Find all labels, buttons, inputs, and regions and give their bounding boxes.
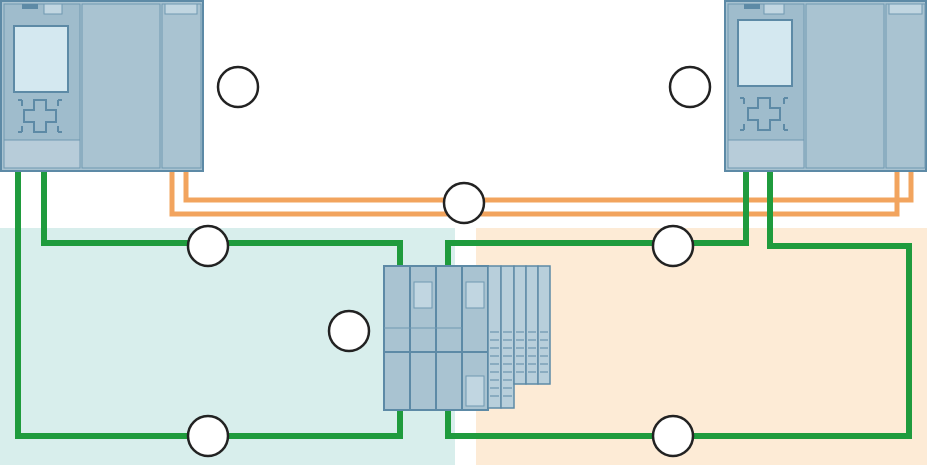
io-station-terminals (490, 331, 548, 397)
cpu-left-bottom-plate (3, 139, 81, 169)
cpu-right-top-bar (763, 3, 785, 15)
cpu-left-module-2 (81, 3, 161, 169)
cpu-right-display (737, 19, 793, 87)
marker-right-cpu (668, 65, 712, 109)
cpu-right-module-3 (885, 3, 926, 169)
cpu-left-module-3 (161, 3, 202, 169)
markers (186, 65, 712, 458)
cpu-right-bottom-plate (727, 139, 805, 169)
cpu-right (724, 0, 927, 172)
io-station-im-1 (383, 265, 411, 411)
cpu-left-module-3-top (164, 3, 198, 15)
io-station-led-2 (465, 281, 485, 309)
right-ring-outer (445, 170, 912, 439)
sync-link-outer (169, 172, 900, 217)
cpu-left-top-bar (43, 3, 63, 15)
right-ring-inner (445, 170, 749, 268)
io-station-connector (465, 375, 485, 407)
marker-right-ring-top (651, 224, 695, 268)
sync-link-inner (183, 172, 914, 203)
sync-links (169, 172, 914, 217)
io-station (383, 265, 551, 411)
cpu-left (0, 0, 204, 172)
marker-sync-link (442, 181, 486, 225)
marker-left-ring-top (186, 224, 230, 268)
marker-io-station (327, 309, 371, 353)
io-station-im-3 (435, 265, 463, 411)
left-network-zone (0, 228, 455, 465)
cpu-right-module-2 (805, 3, 885, 169)
cpu-left-top-led (22, 4, 38, 9)
marker-left-ring-bottom (186, 414, 230, 458)
cpu-right-keypad-icon (740, 97, 788, 131)
right-network-zone (476, 228, 927, 465)
cpu-right-module-3-top (888, 3, 923, 15)
cpu-left-keypad-icon (18, 99, 62, 133)
marker-left-cpu (216, 65, 260, 109)
cpu-left-display (13, 25, 69, 93)
io-station-led-1 (413, 281, 433, 309)
cpu-right-top-led (744, 4, 760, 9)
marker-right-ring-bottom (651, 414, 695, 458)
